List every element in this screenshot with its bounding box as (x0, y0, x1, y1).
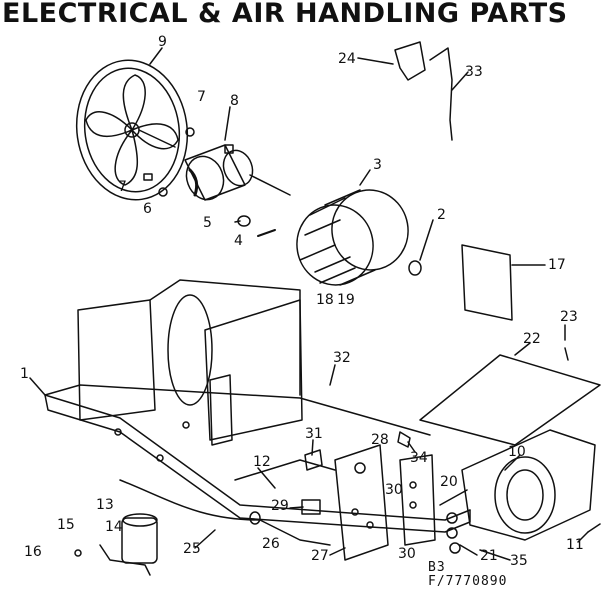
panel-part-17 (461, 244, 513, 321)
part-7-lower (143, 173, 153, 181)
callout-1: 1 (20, 366, 29, 382)
callout-10: 10 (508, 444, 526, 460)
callout-21: 21 (480, 548, 498, 564)
switch-part-31 (304, 449, 323, 471)
scroll-housing-part-10 (461, 429, 596, 541)
fan-blade-part-9 (75, 59, 189, 201)
callout-25: 25 (183, 541, 201, 557)
callout-4: 4 (234, 233, 243, 249)
callout-33: 33 (465, 64, 483, 80)
callout-3: 3 (373, 157, 382, 173)
wire-harness-part-12 (234, 459, 336, 481)
callout-26: 26 (262, 536, 280, 552)
control-panel-part-20 (399, 454, 436, 546)
part-number: F/7770890 (428, 574, 508, 589)
part-6 (158, 187, 168, 197)
callout-32: 32 (333, 350, 351, 366)
callout-9: 9 (158, 34, 167, 50)
nut-part-2 (408, 260, 422, 276)
part-34 (397, 431, 411, 448)
callout-11: 11 (566, 537, 584, 553)
screw-part-15 (74, 549, 82, 557)
part-7-upper (185, 127, 195, 137)
callout-29: 29 (271, 498, 289, 514)
bracket-part-24 (394, 41, 426, 81)
callout-12: 12 (253, 454, 271, 470)
part-29 (301, 499, 321, 515)
callout-16: 16 (24, 544, 42, 560)
callout-14: 14 (105, 519, 123, 535)
page-title: ELECTRICAL & AIR HANDLING PARTS (2, 0, 568, 29)
bracket-part-14 (99, 544, 151, 576)
callout-15: 15 (57, 517, 75, 533)
callout-2: 2 (437, 207, 446, 223)
callout-5: 5 (203, 215, 212, 231)
callout-31: 31 (305, 426, 323, 442)
callout-23: 23 (560, 309, 578, 325)
base-housing-part-1 (44, 279, 471, 533)
washer-part-21 (446, 512, 458, 524)
callout-8: 8 (230, 93, 239, 109)
callout-30: 30 (385, 482, 403, 498)
callout-19: 19 (337, 292, 355, 308)
callout-34: 34 (410, 450, 428, 466)
callout-17: 17 (548, 257, 566, 273)
motor-part-8 (184, 144, 291, 201)
plate-part-22 (419, 354, 601, 446)
blower-wheel-part-3 (296, 189, 409, 286)
screw-part-11 (587, 523, 601, 533)
callout-35: 35 (510, 553, 528, 569)
capacitor-part-13 (121, 513, 158, 564)
callout-13: 13 (96, 497, 114, 513)
wire-part-33 (429, 47, 453, 141)
callout-6: 6 (143, 201, 152, 217)
callout-27: 27 (311, 548, 329, 564)
control-bracket-part-28 (334, 444, 389, 561)
diagram-code: B3 (428, 560, 446, 575)
callout-20: 20 (440, 474, 458, 490)
callout-22: 22 (523, 331, 541, 347)
callout-7: 7 (197, 89, 206, 105)
part-26 (249, 511, 261, 525)
wire-part-25 (119, 479, 331, 546)
callout-30b: 30 (398, 546, 416, 562)
callout-28: 28 (371, 432, 389, 448)
part-4 (257, 229, 276, 237)
callout-24: 24 (338, 51, 356, 67)
callout-7b: 7 (118, 179, 127, 195)
callout-18: 18 (316, 292, 334, 308)
